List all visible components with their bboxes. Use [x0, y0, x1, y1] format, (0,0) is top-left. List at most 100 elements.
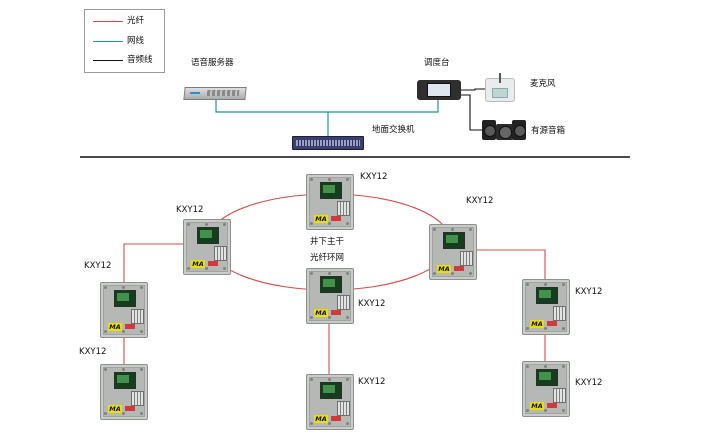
- enclosure-bolt: [140, 330, 143, 333]
- enclosure-bolt: [223, 267, 226, 270]
- warning-tag: [331, 216, 341, 221]
- ma-badge: MA: [191, 260, 205, 268]
- legend-item-network: 网线: [93, 36, 163, 48]
- enclosure-bolt: [562, 327, 565, 330]
- enclosure-bolt: [310, 316, 313, 319]
- enclosure-bolt: [205, 267, 208, 270]
- kxy12-station-ring-bottom: MA: [306, 268, 354, 324]
- ma-badge: MA: [314, 309, 328, 317]
- enclosure-bolt: [328, 272, 331, 275]
- display-screen: [320, 182, 342, 199]
- enclosure-bolt: [346, 272, 349, 275]
- fiber-swatch: [93, 21, 123, 22]
- display-screen: [197, 227, 219, 244]
- enclosure-bolt: [526, 365, 529, 368]
- keypad: [131, 309, 144, 324]
- microphone-icon: [485, 73, 515, 102]
- kxy12-label-left: KXY12: [176, 205, 204, 215]
- enclosure-bolt: [310, 272, 313, 275]
- enclosure-bolt: [122, 368, 125, 371]
- enclosure-bolt: [346, 422, 349, 425]
- warning-tag: [208, 261, 218, 266]
- enclosure-bolt: [140, 368, 143, 371]
- kxy12-label-ring-bottom: KXY12: [358, 299, 386, 309]
- enclosure-bolt: [328, 316, 331, 319]
- keypad: [553, 388, 566, 403]
- warning-tag: [331, 310, 341, 315]
- enclosure-bolt: [469, 272, 472, 275]
- legend-item-audio: 音频线: [93, 55, 163, 67]
- enclosure-bolt: [104, 368, 107, 371]
- kxy12-label-right: KXY12: [466, 196, 494, 206]
- keypad: [214, 246, 227, 261]
- ring-label-line1: 井下主干: [310, 237, 345, 247]
- kxy12-station-top: MA: [306, 174, 354, 230]
- kxy12-label-right-mid: KXY12: [575, 287, 603, 297]
- display-screen: [536, 369, 558, 386]
- warning-tag: [454, 266, 464, 271]
- enclosure-bolt: [433, 272, 436, 275]
- enclosure-bolt: [328, 222, 331, 225]
- kxy12-station-right-bottom: MA: [522, 361, 570, 417]
- warning-tag: [547, 321, 557, 326]
- subwoofer-icon: [496, 124, 513, 140]
- enclosure-bolt: [310, 378, 313, 381]
- enclosure-bolt: [562, 409, 565, 412]
- warning-tag: [125, 406, 135, 411]
- warning-tag: [331, 416, 341, 421]
- enclosure-bolt: [544, 283, 547, 286]
- ring-label-line2: 光纤环网: [310, 253, 345, 263]
- ground-switch-icon: [292, 136, 364, 150]
- enclosure-bolt: [346, 178, 349, 181]
- kxy12-label-left-mid: KXY12: [84, 261, 112, 271]
- speaker-cable: [461, 94, 482, 131]
- warning-tag: [547, 403, 557, 408]
- legend-item-fiber: 光纤: [93, 16, 163, 28]
- network-swatch: [93, 41, 123, 42]
- kxy12-station-left-bottom: MA: [100, 364, 148, 420]
- ma-badge: MA: [530, 320, 544, 328]
- right-speaker-icon: [512, 120, 526, 140]
- fiber-right-branch: [476, 249, 546, 279]
- enclosure-bolt: [328, 378, 331, 381]
- enclosure-bolt: [526, 327, 529, 330]
- console-cable: [328, 100, 439, 113]
- keypad: [337, 401, 350, 416]
- enclosure-bolt: [346, 378, 349, 381]
- enclosure-bolt: [104, 412, 107, 415]
- voice-server-icon: [183, 87, 247, 100]
- enclosure-bolt: [140, 412, 143, 415]
- kxy12-label-left-bottom: KXY12: [79, 347, 107, 357]
- ma-badge: MA: [437, 265, 451, 273]
- enclosure-bolt: [310, 222, 313, 225]
- enclosure-bolt: [223, 223, 226, 226]
- enclosure-bolt: [122, 412, 125, 415]
- keypad: [131, 391, 144, 406]
- enclosure-bolt: [187, 267, 190, 270]
- kxy12-station-center-bottom: MA: [306, 374, 354, 430]
- enclosure-bolt: [328, 422, 331, 425]
- kxy12-label-top: KXY12: [360, 172, 388, 182]
- kxy12-label-center-bottom: KXY12: [358, 377, 386, 387]
- enclosure-bolt: [544, 409, 547, 412]
- kxy12-station-right: MA: [429, 224, 477, 280]
- enclosure-bolt: [451, 228, 454, 231]
- enclosure-bolt: [526, 283, 529, 286]
- enclosure-bolt: [526, 409, 529, 412]
- enclosure-bolt: [122, 330, 125, 333]
- ma-badge: MA: [108, 323, 122, 331]
- speakers-label: 有源音箱: [531, 126, 566, 136]
- enclosure-bolt: [562, 283, 565, 286]
- enclosure-bolt: [562, 365, 565, 368]
- enclosure-bolt: [104, 330, 107, 333]
- display-screen: [536, 287, 558, 304]
- ground-switch-label: 地面交换机: [372, 125, 415, 135]
- display-screen: [443, 232, 465, 249]
- enclosure-bolt: [104, 286, 107, 289]
- enclosure-bolt: [187, 223, 190, 226]
- left-speaker-icon: [482, 120, 496, 140]
- display-screen: [114, 372, 136, 389]
- enclosure-bolt: [469, 228, 472, 231]
- ma-badge: MA: [314, 215, 328, 223]
